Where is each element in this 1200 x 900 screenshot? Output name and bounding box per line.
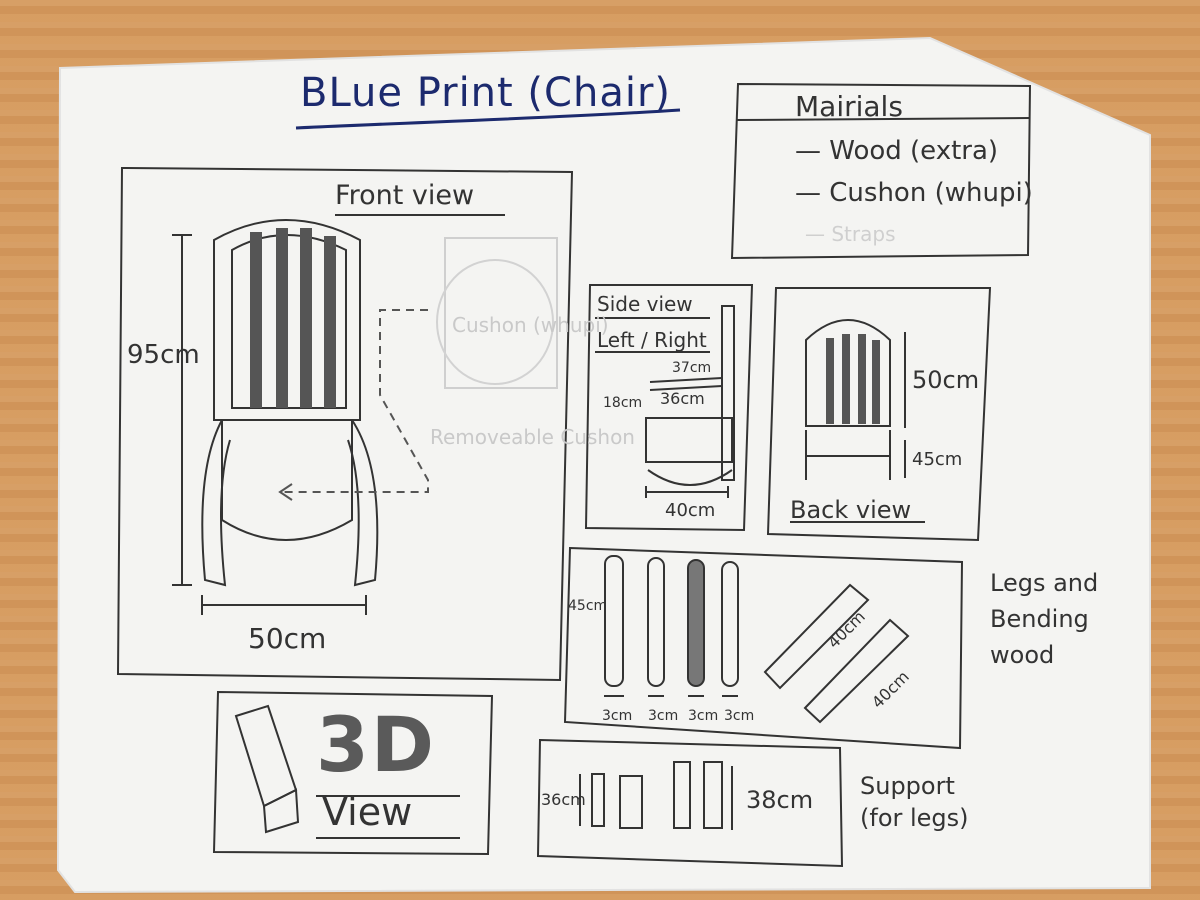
- side-armrest: [649, 377, 723, 391]
- support-dim-36: 36cm: [541, 790, 586, 809]
- front-view-frame: [116, 166, 574, 682]
- side-dim-40: 40cm: [665, 500, 716, 521]
- side-backpost: [721, 305, 735, 481]
- leg-width-dim: 3cm: [648, 708, 679, 724]
- back-view-label: Back view: [790, 496, 912, 524]
- left-rocker: [201, 419, 231, 587]
- back-chair-legs: [805, 430, 891, 480]
- support-pieces: [591, 761, 723, 829]
- leg-width-dim: 3cm: [724, 708, 755, 724]
- cushion-label: Cushon (whupi): [452, 313, 609, 337]
- side-view-frame: [584, 284, 754, 532]
- side-dim-18: 18cm: [603, 395, 643, 411]
- material-item: — Straps: [805, 222, 896, 246]
- back-dim-45: 45cm: [912, 449, 963, 470]
- material-item: — Cushon (whupi): [795, 178, 1033, 208]
- backrest-slats: [250, 228, 336, 408]
- page-title: BLue Print (Chair): [300, 70, 671, 116]
- side-view-sublabel: Left / Right: [597, 328, 707, 352]
- title-underline: [295, 108, 681, 130]
- materials-heading: Mairials: [795, 90, 903, 123]
- front-view-label: Front view: [335, 180, 475, 211]
- support-frame: [536, 738, 844, 868]
- side-rocker: [647, 469, 733, 486]
- view3d-title: 3D: [316, 700, 436, 789]
- material-item: — Wood (extra): [795, 136, 999, 166]
- leg-width-dim: 3cm: [602, 708, 633, 724]
- cushion-arrow: [280, 309, 429, 493]
- side-dim-36: 36cm: [660, 389, 705, 408]
- chair-backrest: [213, 219, 361, 421]
- legs-frame: [563, 546, 964, 750]
- view3d-frame: [212, 690, 494, 856]
- side-view-label: Side view: [597, 292, 693, 316]
- right-rocker: [347, 419, 379, 587]
- front-height-dim: 95cm: [127, 340, 200, 370]
- materials-box: [730, 82, 1032, 260]
- leg-height-dim: 45cm: [568, 598, 608, 614]
- leg-width-dim: 3cm: [688, 708, 719, 724]
- back-dim-50: 50cm: [912, 366, 980, 394]
- chair-seat: [221, 420, 353, 541]
- view3d-word: View: [322, 790, 413, 834]
- chair-backrest-inner: [231, 234, 347, 409]
- cushion-ghost: [444, 237, 558, 389]
- back-chair-backrest: [805, 319, 891, 427]
- support-label: Support (for legs): [860, 772, 969, 832]
- removable-cushion-label: Removeable Cushon: [430, 425, 635, 449]
- side-seat: [645, 417, 733, 463]
- side-dim-37: 37cm: [672, 360, 712, 376]
- legs-label: Legs and Bending wood: [990, 569, 1099, 669]
- front-width-dim: 50cm: [248, 622, 327, 655]
- support-dim-38: 38cm: [746, 786, 814, 814]
- bending-wood: [763, 583, 910, 724]
- leg-pieces: [604, 555, 739, 687]
- back-view-frame: [766, 287, 992, 542]
